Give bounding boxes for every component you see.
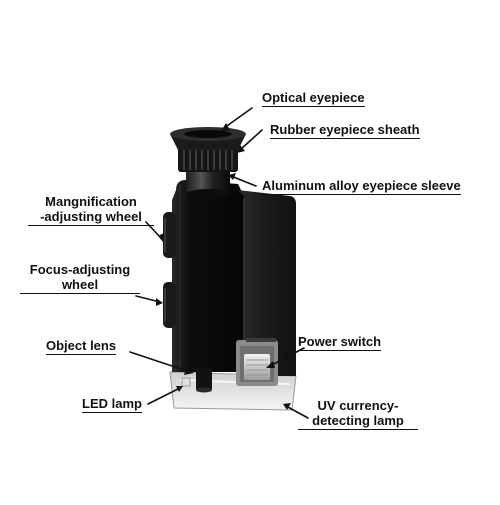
power-switch-window (236, 338, 278, 386)
label-aluminum-eyepiece-sleeve: Aluminum alloy eyepiece sleeve (262, 178, 461, 195)
magnification-wheel (163, 212, 176, 258)
label-object-lens: Object lens (46, 338, 117, 355)
label-magnification-wheel: Mangnification -adjusting wheel (28, 194, 154, 226)
optical-eyepiece (170, 127, 246, 150)
object-lens (196, 368, 212, 393)
label-power-switch: Power switch (298, 334, 382, 351)
arrowheads (156, 123, 291, 410)
label-rubber-eyepiece-sheath: Rubber eyepiece sheath (270, 122, 420, 139)
label-focus-wheel-line2: wheel (20, 277, 140, 294)
label-uv-lamp-line1: UV currency- (317, 398, 399, 413)
led-lamp (181, 377, 191, 387)
leader-lines (129, 107, 309, 419)
label-uv-detecting-lamp: UV currency- detecting lamp (298, 398, 418, 430)
focus-wheel (163, 282, 176, 328)
label-led-lamp: LED lamp (82, 396, 142, 413)
label-focus-wheel: Focus-adjusting wheel (20, 262, 140, 294)
label-uv-lamp-line2: detecting lamp (298, 413, 418, 430)
label-optical-eyepiece: Optical eyepiece (262, 90, 365, 107)
label-focus-wheel-line1: Focus-adjusting (29, 262, 131, 277)
label-magnification-wheel-line1: Mangnification (45, 194, 137, 209)
rubber-sheath (178, 148, 238, 172)
microscope-body (172, 180, 296, 376)
label-magnification-wheel-line2: -adjusting wheel (28, 209, 154, 226)
